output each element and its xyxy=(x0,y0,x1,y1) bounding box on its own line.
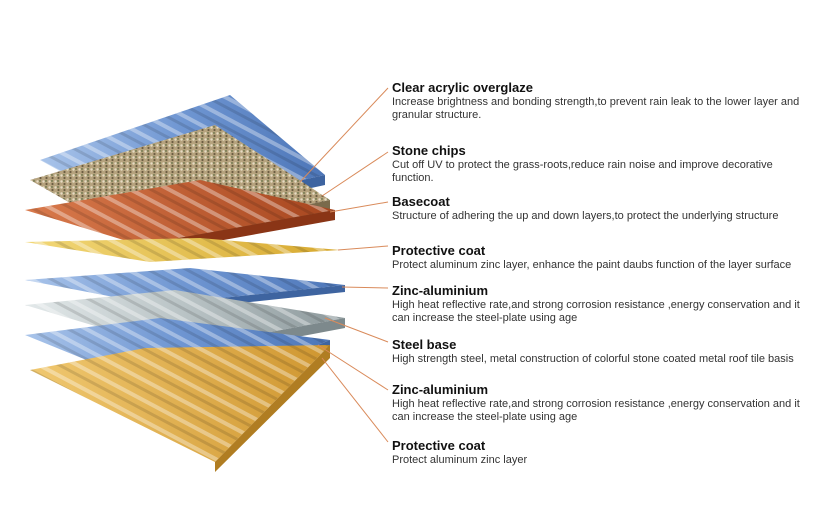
leader-lines xyxy=(299,87,389,443)
label-protective-coat-bottom: Protective coat Protect aluminum zinc la… xyxy=(392,438,802,467)
label-title: Zinc-aluminium xyxy=(392,283,489,298)
label-description: High heat reflective rate,and strong cor… xyxy=(392,299,800,324)
layer-protective-coat-top xyxy=(25,238,340,262)
label-clear-acrylic-overglaze: Clear acrylic overglaze Increase brightn… xyxy=(392,80,802,122)
label-stone-chips: Stone chips Cut off UV to protect the gr… xyxy=(392,143,802,185)
label-description: Cut off UV to protect the grass-roots,re… xyxy=(392,159,773,184)
label-zinc-aluminium-top: Zinc-aluminium High heat reflective rate… xyxy=(392,283,802,325)
label-protective-coat-top: Protective coat Protect aluminum zinc la… xyxy=(392,243,802,272)
label-title: Zinc-aluminium xyxy=(392,382,489,397)
label-description: Structure of adhering the up and down la… xyxy=(392,210,779,222)
leader-line-steel-base xyxy=(324,317,389,343)
leader-line-clear-acrylic-overglaze xyxy=(299,87,389,183)
label-title: Protective coat xyxy=(392,438,486,453)
label-description: Increase brightness and bonding strength… xyxy=(392,96,800,121)
layer-protective-coat-bottom xyxy=(30,345,330,472)
leader-line-basecoat xyxy=(329,201,389,213)
leader-line-protective-coat-bottom xyxy=(321,357,389,443)
label-title: Steel base xyxy=(392,337,457,352)
label-title: Protective coat xyxy=(392,243,486,258)
label-title: Clear acrylic overglaze xyxy=(392,80,533,95)
label-description: Protect aluminum zinc layer, enhance the… xyxy=(392,259,792,271)
label-title: Basecoat xyxy=(392,194,450,209)
leader-line-stone-chips xyxy=(321,151,389,197)
label-basecoat: Basecoat Structure of adhering the up an… xyxy=(392,194,802,223)
leader-line-zinc-aluminium-top xyxy=(341,286,389,289)
leader-line-zinc-aluminium-bottom xyxy=(317,344,389,391)
label-title: Stone chips xyxy=(392,143,466,158)
label-description: Protect aluminum zinc layer xyxy=(392,454,528,466)
label-zinc-aluminium-bottom: Zinc-aluminium High heat reflective rate… xyxy=(392,382,802,424)
label-description: High heat reflective rate,and strong cor… xyxy=(392,398,800,423)
label-steel-base: Steel base High strength steel, metal co… xyxy=(392,337,802,366)
leader-line-protective-coat-top xyxy=(337,245,389,251)
label-description: High strength steel, metal construction … xyxy=(392,353,794,365)
